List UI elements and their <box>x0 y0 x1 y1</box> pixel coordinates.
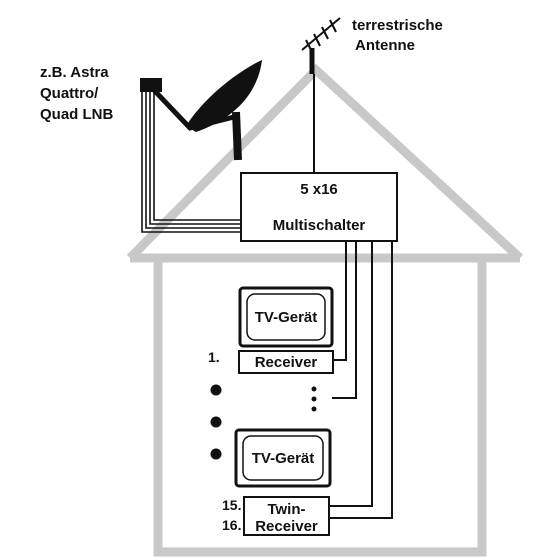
tv-label-1: TV-Gerät <box>254 308 318 326</box>
tv-label-2: TV-Gerät <box>251 449 315 467</box>
house-walls <box>153 258 487 557</box>
twin-receiver-box: Twin- Receiver <box>243 496 330 536</box>
lnb-label-line-3: Quad LNB <box>40 106 114 123</box>
cable-receiver-n <box>332 240 357 399</box>
antenna-label-line-1: terrestrische <box>352 17 443 34</box>
cable-twin-b <box>330 240 393 519</box>
dish-mast <box>232 111 242 161</box>
house-roof <box>126 63 524 262</box>
ellipsis-dots-left <box>210 384 222 460</box>
twin-receiver-number-top: 15. <box>222 497 242 513</box>
lnb-label: z.B. Astra Quattro/ Quad LNB <box>40 62 113 125</box>
twin-receiver-number-bottom: 16. <box>222 517 242 533</box>
tv-set-1 <box>238 286 334 348</box>
satellite-dish-icon <box>140 60 262 161</box>
twin-receiver-line-1: Twin- <box>267 501 306 518</box>
twin-receiver-line-2: Receiver <box>255 518 318 535</box>
antenna-label: terrestrische Antenne <box>352 16 443 56</box>
antenna-label-line-2: Antenne <box>355 37 415 54</box>
cable-twin-a <box>330 240 373 507</box>
receiver-1-box: Receiver <box>238 350 334 374</box>
cable-receiver-1 <box>334 240 347 361</box>
multiswitch-box: 5 x16 Multischalter <box>240 172 398 242</box>
lnb-cables <box>141 92 240 233</box>
multiswitch-label: Multischalter <box>272 217 366 234</box>
tv-set-2 <box>234 428 332 488</box>
house-outline <box>126 63 524 557</box>
multiswitch-ports: 5 x16 <box>300 181 338 198</box>
lnb-label-line-1: z.B. Astra <box>40 64 109 81</box>
terrestrial-antenna-icon <box>301 17 341 172</box>
output-cables <box>330 240 393 519</box>
lnb-label-line-2: Quattro/ <box>40 85 99 102</box>
ellipsis-dots-right <box>311 386 317 412</box>
lnb-head <box>140 78 162 92</box>
receiver-1-number: 1. <box>208 349 220 365</box>
